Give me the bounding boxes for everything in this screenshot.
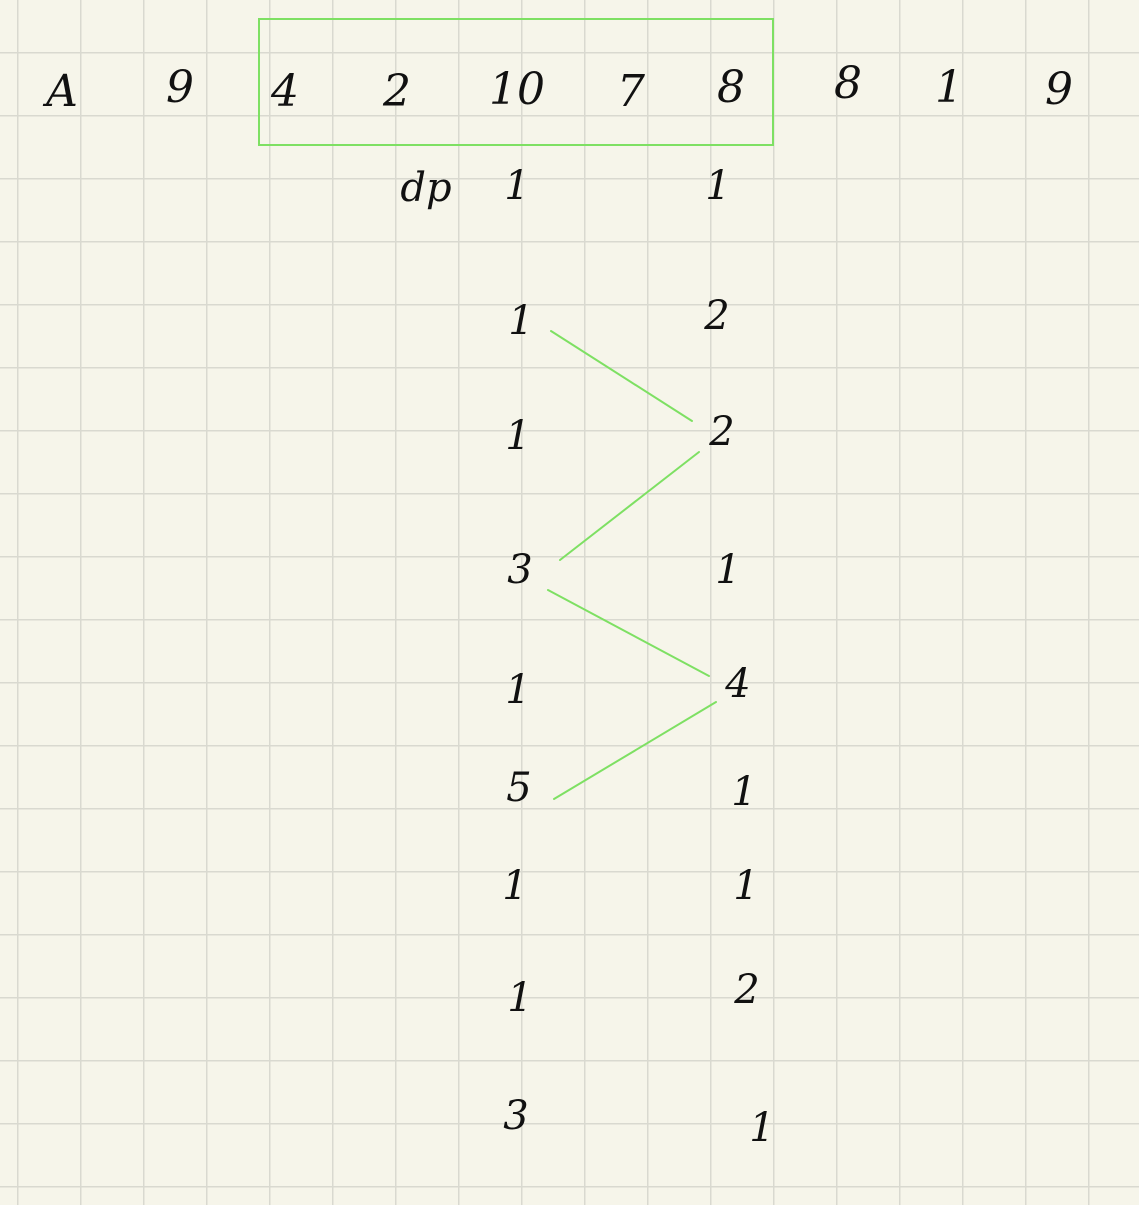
dp-right-value: 4: [725, 661, 751, 707]
subarray-highlight-box: [258, 18, 774, 146]
dp-right-value: 1: [705, 163, 731, 209]
array-value: 9: [1045, 64, 1073, 115]
dp-right-value: 1: [731, 769, 757, 815]
dp-left-value: 5: [506, 765, 532, 811]
dp-right-value: 2: [709, 409, 735, 455]
array-value: 8: [834, 58, 862, 109]
dp-right-value: 2: [704, 293, 730, 339]
dp-left-value: 1: [504, 163, 530, 209]
dp-right-value: 2: [734, 967, 760, 1013]
dp-left-value: 1: [505, 667, 531, 713]
dp-right-value: 1: [733, 863, 759, 909]
array-value: 4: [271, 66, 299, 117]
array-label: A: [46, 66, 78, 117]
dp-right-value: 1: [715, 547, 741, 593]
array-value: 8: [717, 62, 745, 113]
array-value: 10: [489, 64, 545, 115]
connector-line: [553, 701, 717, 800]
connector-line: [550, 330, 693, 422]
connector-line: [559, 451, 700, 561]
dp-left-value: 3: [503, 1093, 529, 1139]
array-value: 7: [617, 66, 645, 117]
dp-left-value: 1: [507, 975, 533, 1021]
array-value: 2: [383, 66, 411, 117]
connector-line: [547, 589, 710, 677]
dp-label: dp: [400, 165, 452, 211]
dp-left-value: 1: [508, 298, 534, 344]
dp-left-value: 1: [502, 863, 528, 909]
array-value: 9: [166, 62, 194, 113]
dp-left-value: 1: [505, 413, 531, 459]
dp-left-value: 3: [507, 547, 533, 593]
array-value: 1: [935, 62, 963, 113]
dp-right-value: 1: [749, 1105, 775, 1151]
